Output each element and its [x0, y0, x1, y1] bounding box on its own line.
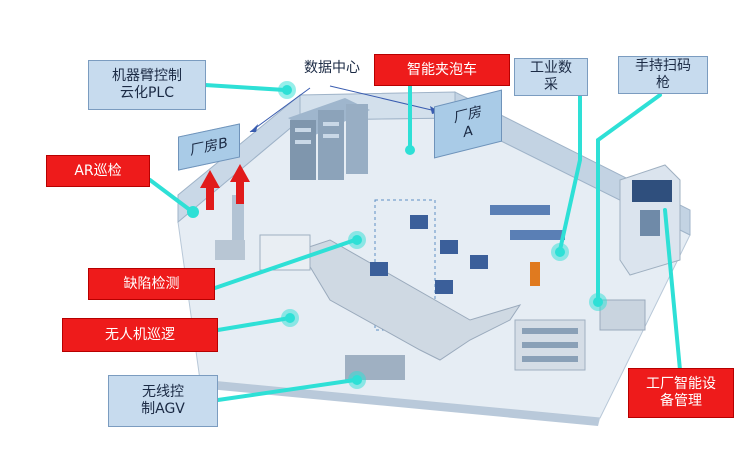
kiosk: [619, 164, 681, 276]
server-racks: [288, 98, 370, 180]
robot-arm-cloud-plc-callout: 机器臂控制 云化PLC: [88, 60, 206, 110]
defect-detection-callout: 缺陷检测: [88, 268, 215, 300]
conveyor-belt: [299, 239, 522, 361]
doorway: [232, 195, 244, 240]
floor-edge: [198, 380, 600, 426]
wireless-agv-callout: 无线控 制AGV: [108, 375, 218, 427]
floor: [177, 117, 691, 419]
ar-inspection-callout: AR巡检: [46, 155, 150, 187]
smart-bubble-vehicle-callout: 智能夹泡车: [374, 54, 510, 86]
data-center-label: 数据中心: [304, 59, 360, 76]
connector-nodes: [187, 81, 607, 389]
callout-connectors: [148, 83, 682, 402]
industrial-data-collection-callout: 工业数 采: [514, 58, 588, 96]
handheld-scanner-callout: 手持扫码 枪: [618, 56, 708, 94]
upload-arrows: [200, 164, 250, 210]
smart-equipment-management-callout: 工厂智能设 备管理: [628, 368, 734, 418]
drone-inspection-callout: 无人机巡逻: [62, 318, 218, 352]
